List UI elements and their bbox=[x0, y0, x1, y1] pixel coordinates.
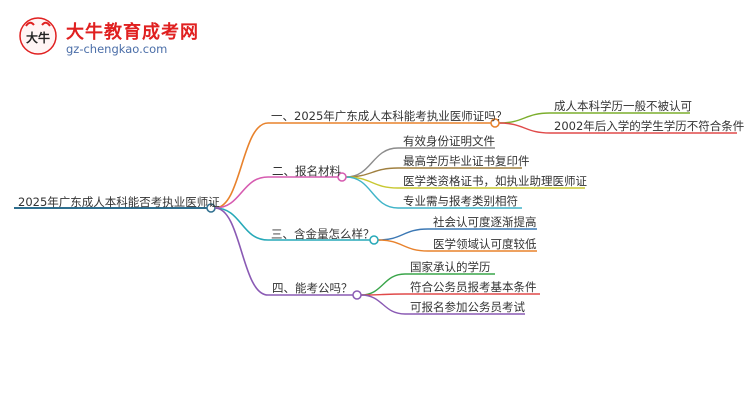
branch-3-leaf-1[interactable]: 社会认可度逐渐提高 bbox=[433, 215, 537, 229]
branch-4-connector bbox=[214, 207, 269, 296]
branch-4-leaf-1[interactable]: 国家承认的学历 bbox=[410, 260, 491, 274]
branch-2-node bbox=[337, 172, 347, 182]
branch-1-node bbox=[490, 118, 500, 128]
branch-1-leaf-2-connector bbox=[498, 122, 551, 134]
site-url[interactable]: gz-chengkao.com bbox=[66, 42, 168, 56]
branch-2-leaf-3[interactable]: 医学类资格证书，如执业助理医师证 bbox=[403, 174, 587, 188]
branch-2-connector bbox=[214, 176, 269, 209]
branch-3-node bbox=[369, 235, 379, 245]
branch-4-node bbox=[352, 290, 362, 300]
branch-1-leaf-2[interactable]: 2002年后入学的学生学历不符合条件 bbox=[554, 119, 745, 133]
branch-2-leaf-2[interactable]: 最高学历毕业证书复印件 bbox=[403, 154, 530, 168]
branch-1-connector bbox=[214, 122, 269, 209]
branch-4-leaf-3[interactable]: 可报名参加公务员考试 bbox=[410, 300, 525, 314]
branch-2-leaf-4[interactable]: 专业需与报考类别相符 bbox=[403, 194, 518, 208]
branch-4-label[interactable]: 四、能考公吗？ bbox=[272, 281, 353, 295]
branch-3-leaf-1-connector bbox=[377, 228, 429, 241]
mascot-logo-icon: 大牛 bbox=[19, 17, 57, 55]
branch-1-label[interactable]: 一、2025年广东成人本科能考执业医师证吗？ bbox=[271, 109, 508, 123]
site-logo[interactable]: 大牛 大牛教育成考网 gz-chengkao.com bbox=[12, 12, 212, 58]
branch-3-leaf-2-connector bbox=[377, 239, 429, 252]
branch-4-leaf-1-connector bbox=[360, 273, 406, 296]
branch-3-label[interactable]: 三、含金量怎么样？ bbox=[271, 227, 375, 241]
branch-2-label[interactable]: 二、报名材料 bbox=[272, 164, 341, 178]
branch-1-leaf-1[interactable]: 成人本科学历一般不被认可 bbox=[554, 99, 692, 113]
mindmap-root[interactable]: 2025年广东成人本科能否考执业医师证 bbox=[18, 195, 220, 209]
branch-2-leaf-1[interactable]: 有效身份证明文件 bbox=[403, 134, 495, 148]
branch-3-leaf-2[interactable]: 医学领域认可度较低 bbox=[433, 237, 537, 251]
logo-mark-text: 大牛 bbox=[26, 30, 50, 45]
branch-4-leaf-3-connector bbox=[360, 294, 406, 315]
branch-3-connector bbox=[214, 207, 269, 241]
site-name: 大牛教育成考网 bbox=[66, 22, 199, 43]
branch-2-leaf-4-connector bbox=[345, 176, 399, 209]
branch-4-leaf-2[interactable]: 符合公务员报考基本条件 bbox=[410, 280, 537, 294]
